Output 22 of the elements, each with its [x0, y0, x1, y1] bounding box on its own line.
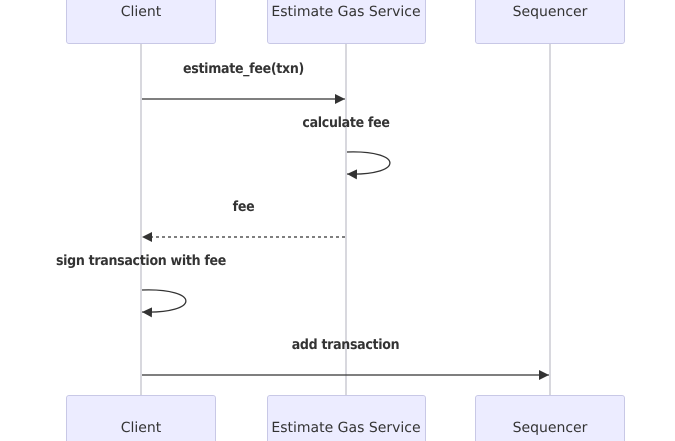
message-arrow — [347, 151, 390, 179]
participant-name: Estimate Gas Service — [271, 4, 421, 20]
participant-name: Estimate Gas Service — [271, 420, 421, 436]
message-arrow — [142, 289, 186, 317]
message-arrow — [142, 94, 345, 104]
participant-box — [475, 395, 625, 441]
message-arrow — [142, 370, 549, 380]
participant-name: Sequencer — [512, 4, 588, 20]
participant-box — [66, 395, 216, 441]
participant-name: Sequencer — [512, 420, 588, 436]
participant-name: Client — [120, 420, 162, 436]
message-label: sign transaction with fee — [56, 253, 226, 269]
message-label: calculate fee — [302, 115, 390, 131]
lifeline — [140, 44, 142, 395]
message-label: fee — [232, 199, 254, 215]
lifeline — [549, 44, 551, 395]
message-label: add transaction — [292, 337, 400, 353]
participant-box — [266, 395, 426, 441]
participant-name: Client — [120, 4, 162, 20]
message-arrow — [142, 232, 345, 242]
message-label: estimate_fee(txn) — [183, 61, 304, 77]
lifeline — [345, 44, 347, 395]
